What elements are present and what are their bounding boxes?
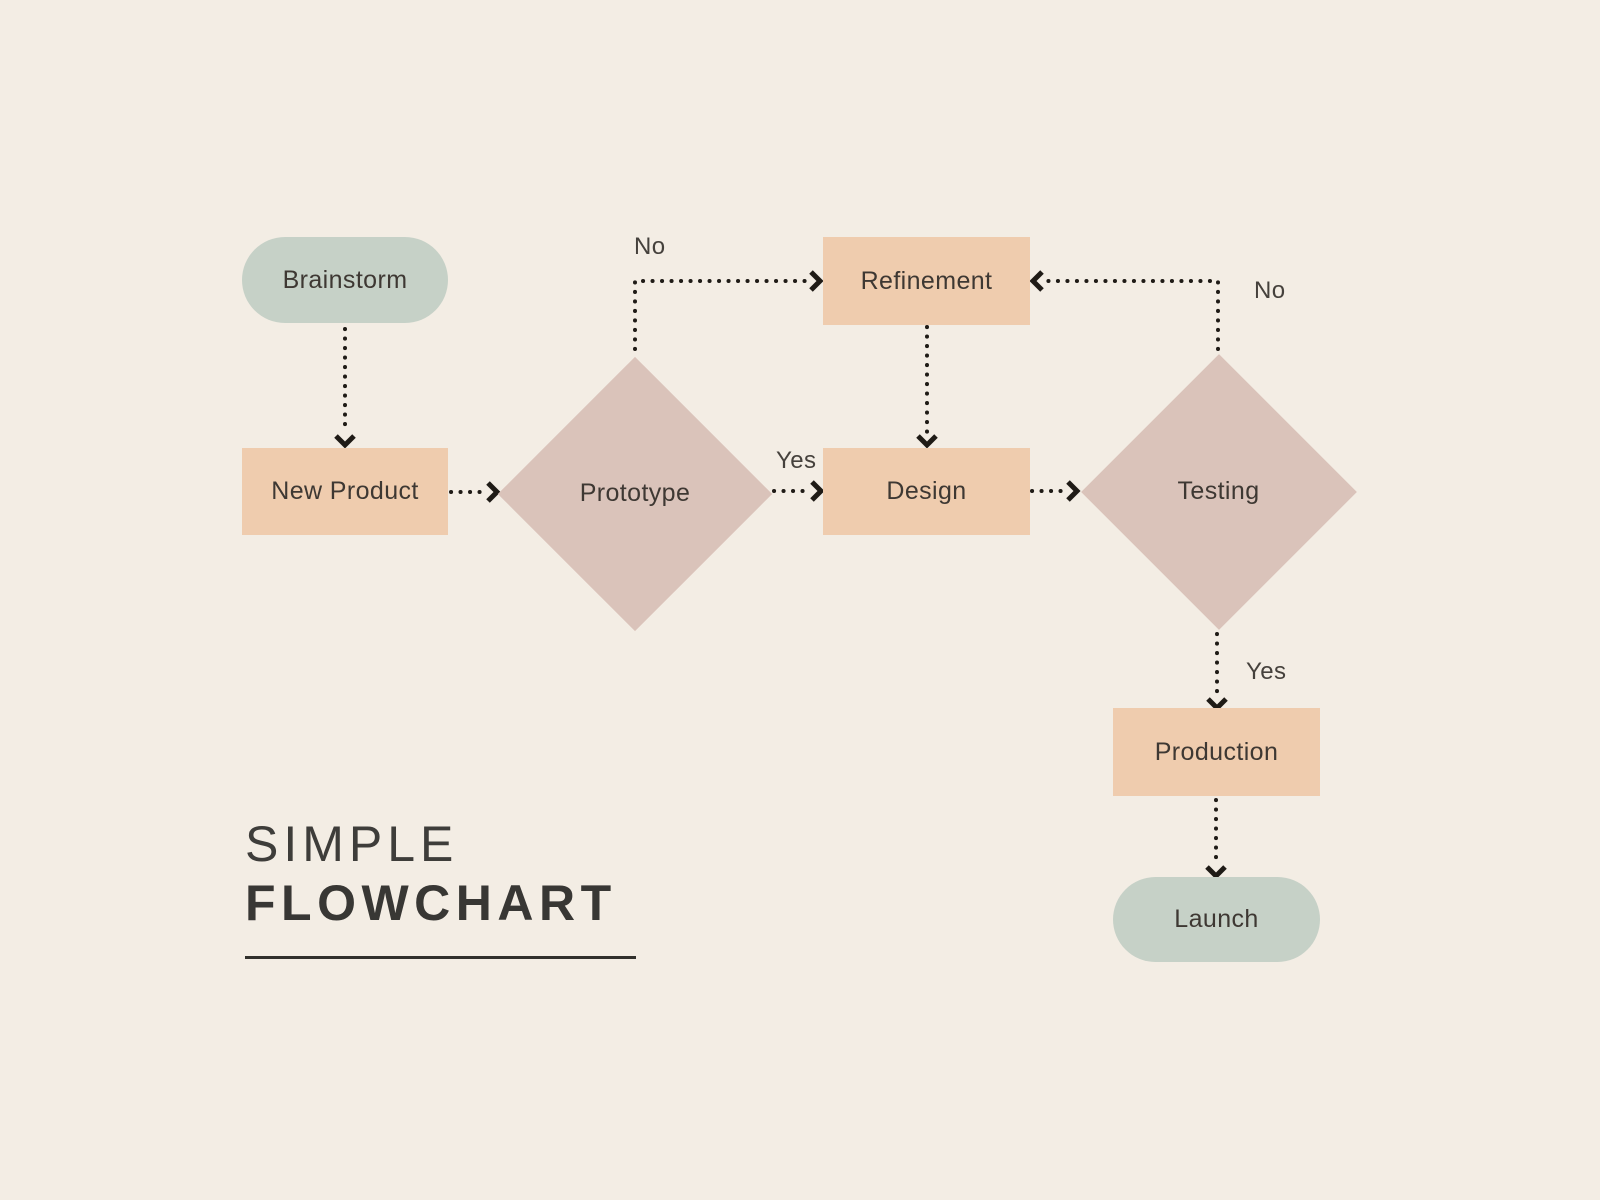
edge-brainstorm-to-new-product: [334, 327, 356, 449]
node-prototype-label: Prototype: [579, 479, 691, 507]
node-prototype[interactable]: Prototype: [497, 355, 773, 632]
page-title-line2: FLOWCHART: [245, 875, 617, 931]
node-refinement[interactable]: Refinement: [823, 237, 1030, 325]
node-launch[interactable]: Launch: [1113, 877, 1320, 962]
page-title-line1: SIMPLE: [245, 816, 459, 872]
node-production[interactable]: Production: [1113, 708, 1320, 796]
edge-new-product-to-prototype: [449, 481, 501, 503]
edge-prototype-to-refinement-no: [633, 270, 824, 351]
node-brainstorm-label: Brainstorm: [282, 265, 408, 294]
edge-label-prototype-no: No: [634, 233, 666, 260]
edge-refinement-to-design: [916, 325, 938, 449]
edge-label-testing-no: No: [1254, 277, 1286, 304]
edge-label-testing-yes: Yes: [1246, 658, 1287, 685]
node-design[interactable]: Design: [823, 448, 1030, 535]
node-refinement-label: Refinement: [860, 266, 993, 295]
node-launch-label: Launch: [1174, 905, 1259, 933]
edge-label-prototype-yes: Yes: [776, 447, 817, 474]
node-design-label: Design: [886, 477, 967, 505]
title-underline: [245, 956, 636, 959]
edge-design-to-testing: [1030, 480, 1081, 502]
node-testing[interactable]: Testing: [1080, 353, 1357, 630]
edge-prototype-to-design-yes: [772, 480, 825, 502]
node-testing-label: Testing: [1177, 477, 1260, 505]
edge-production-to-launch: [1205, 798, 1227, 880]
node-new-product-label: New Product: [271, 477, 419, 505]
edge-testing-to-production-yes: [1206, 632, 1228, 712]
edge-testing-to-refinement-no: [1029, 270, 1220, 351]
node-brainstorm[interactable]: Brainstorm: [242, 237, 448, 323]
title-block: SIMPLE FLOWCHART: [245, 819, 617, 928]
node-new-product[interactable]: New Product: [242, 448, 448, 535]
node-production-label: Production: [1154, 737, 1279, 766]
